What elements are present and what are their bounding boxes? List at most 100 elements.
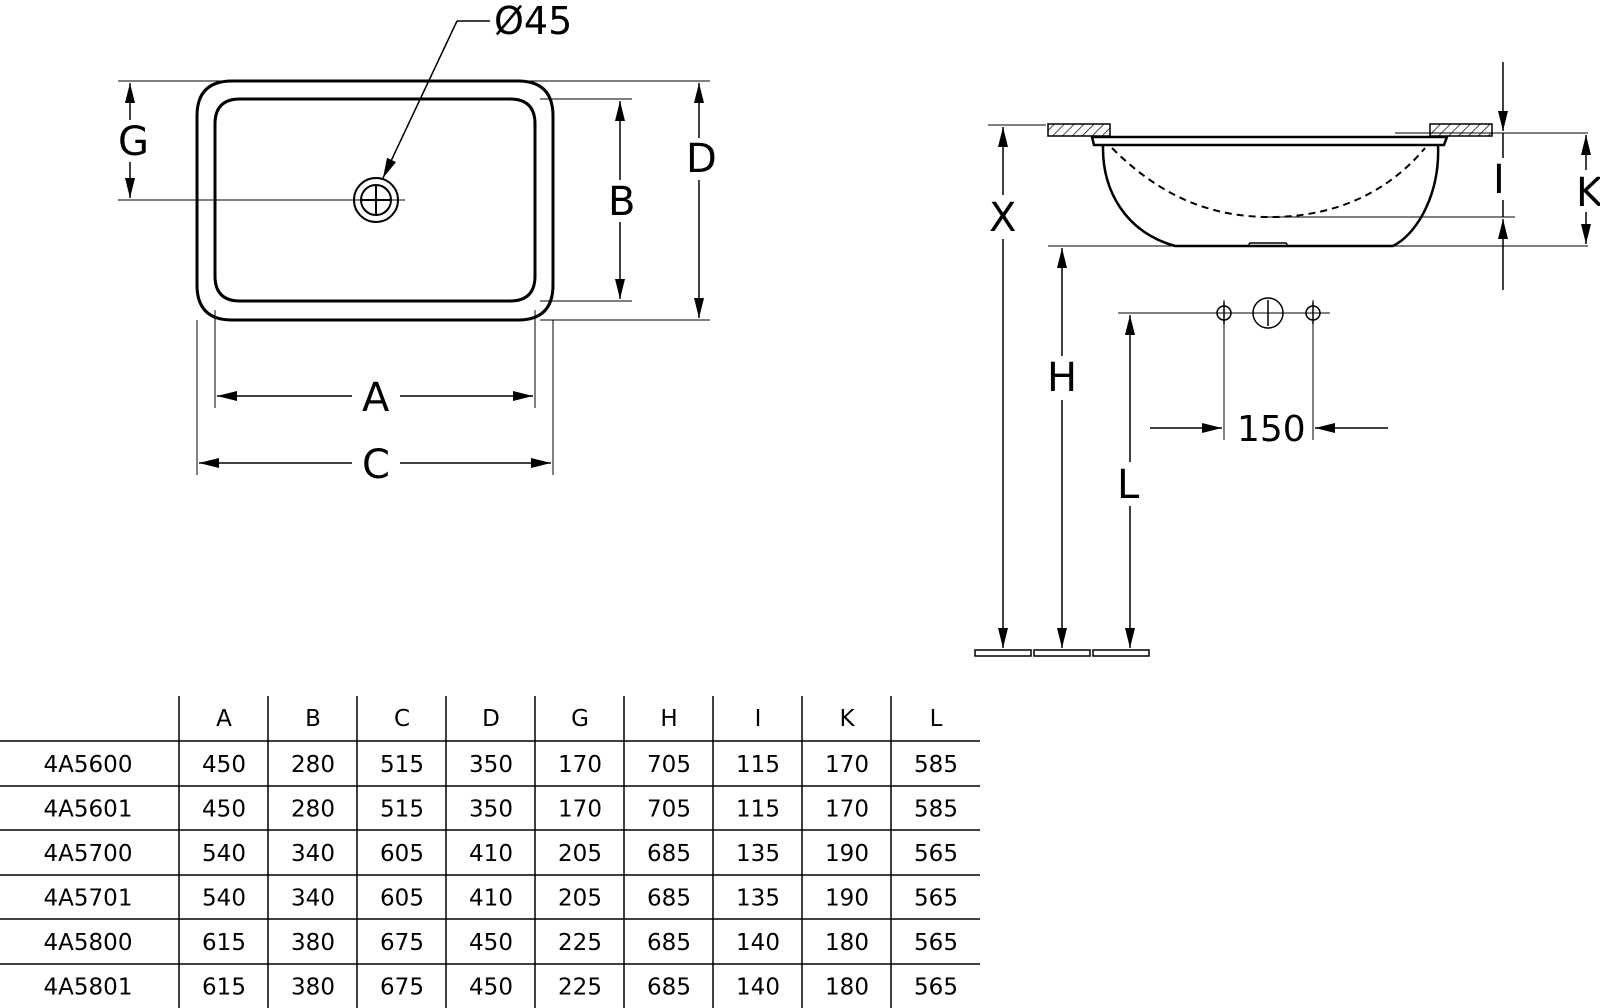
table-cell: 615 [202, 975, 246, 1001]
drain-leader [382, 20, 490, 179]
table-cell: 685 [647, 975, 691, 1001]
table-header-cell: A [216, 706, 232, 732]
table-cell: 605 [380, 841, 424, 867]
table-row-model: 4A5701 [44, 886, 133, 912]
table-cell: 140 [736, 930, 780, 956]
table-cell: 350 [469, 797, 513, 823]
table-cell: 450 [202, 797, 246, 823]
table-cell: 180 [825, 930, 869, 956]
table-cell: 190 [825, 886, 869, 912]
plan-view [112, 20, 719, 485]
dimension-table [0, 696, 980, 1008]
table-row-model: 4A5600 [44, 752, 133, 778]
table-cell: 540 [202, 841, 246, 867]
table-cell: 605 [380, 886, 424, 912]
tap-spacing-label: 150 [1237, 409, 1306, 450]
table-cell: 565 [914, 886, 958, 912]
table-header-cell: H [660, 706, 677, 732]
dimension-label-d: D [686, 136, 717, 182]
basin-bowl-profile [1101, 144, 1440, 248]
dimension-label-h: H [1047, 355, 1077, 401]
table-header-cell: G [571, 706, 589, 732]
table-cell: 705 [647, 752, 691, 778]
dimension-label-k: K [1576, 170, 1600, 216]
table-header-cell: I [755, 706, 762, 732]
table-cell: 685 [647, 930, 691, 956]
side-view [974, 62, 1600, 657]
table-cell: 280 [291, 797, 335, 823]
table-cell: 350 [469, 752, 513, 778]
table-cell: 170 [558, 797, 602, 823]
dimension-label-b: B [608, 179, 635, 225]
table-header-cell: C [394, 706, 410, 732]
table-cell: 565 [914, 841, 958, 867]
table-cell: 515 [380, 797, 424, 823]
table-cell: 565 [914, 930, 958, 956]
basin-inner-dashed [1111, 147, 1426, 219]
table-cell: 140 [736, 975, 780, 1001]
table-row-model: 4A5801 [44, 975, 133, 1001]
table-cell: 225 [558, 975, 602, 1001]
dimension-label-x: X [989, 195, 1016, 241]
table-cell: 225 [558, 930, 602, 956]
tap-hole-center [1252, 297, 1284, 329]
table-cell: 685 [647, 841, 691, 867]
table-cell: 205 [558, 886, 602, 912]
table-row-model: 4A5800 [44, 930, 133, 956]
table-cell: 115 [736, 797, 780, 823]
table-cell: 135 [736, 841, 780, 867]
table-cell: 170 [558, 752, 602, 778]
table-cell: 675 [380, 930, 424, 956]
table-cell: 340 [291, 886, 335, 912]
side-dimension-lines [998, 62, 1591, 648]
table-cell: 115 [736, 752, 780, 778]
table-cell: 615 [202, 930, 246, 956]
table-cell: 170 [825, 797, 869, 823]
table-row-model: 4A5700 [44, 841, 133, 867]
table-cell: 280 [291, 752, 335, 778]
table-cell: 585 [914, 752, 958, 778]
basin-inner-bowl [213, 97, 537, 303]
drain-outlet [353, 177, 399, 223]
table-cell: 705 [647, 797, 691, 823]
table-cell: 170 [825, 752, 869, 778]
table-header-cell: K [839, 706, 855, 732]
dimension-label-l: L [1117, 462, 1140, 508]
dimension-label-a: A [362, 375, 390, 421]
table-cell: 340 [291, 841, 335, 867]
basin-rim-profile [1090, 135, 1449, 147]
table-header-cell: D [482, 706, 500, 732]
dimension-table-text: A B C D G H I K L 4A5600 450 280 515 350 170 705 115 170 5… [44, 706, 958, 1001]
table-cell: 585 [914, 797, 958, 823]
table-cell: 410 [469, 841, 513, 867]
table-cell: 205 [558, 841, 602, 867]
table-cell: 190 [825, 841, 869, 867]
plan-extension-lines [118, 80, 710, 475]
table-cell: 450 [202, 752, 246, 778]
table-cell: 380 [291, 930, 335, 956]
dimension-label-g: G [118, 119, 149, 165]
dimension-label-i: I [1493, 157, 1505, 203]
table-header-cell: L [930, 706, 943, 732]
floor-line [974, 649, 1150, 657]
tap-hole-left [1216, 302, 1232, 324]
dimension-label-c: C [362, 442, 390, 488]
countertop-left [1047, 123, 1111, 137]
table-cell: 450 [469, 930, 513, 956]
tap-hole-right [1305, 302, 1321, 324]
table-cell: 410 [469, 886, 513, 912]
table-cell: 675 [380, 975, 424, 1001]
table-cell: 540 [202, 886, 246, 912]
countertop-right [1429, 123, 1493, 137]
table-cell: 450 [469, 975, 513, 1001]
table-cell: 565 [914, 975, 958, 1001]
table-cell: 135 [736, 886, 780, 912]
basin-foot [1175, 242, 1393, 247]
table-cell: 685 [647, 886, 691, 912]
table-cell: 180 [825, 975, 869, 1001]
drain-diameter-label: Ø45 [494, 0, 572, 43]
table-row-model: 4A5601 [44, 797, 133, 823]
table-header-cell: B [305, 706, 321, 732]
table-cell: 380 [291, 975, 335, 1001]
